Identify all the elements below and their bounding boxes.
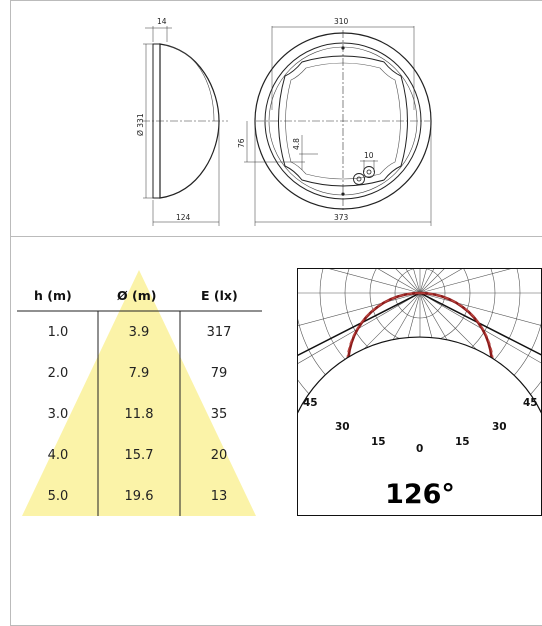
front-top-screw <box>341 46 345 50</box>
front-view-drawing: 310 373 76 4.8 10 <box>237 17 432 226</box>
table-cell: 11.8 <box>125 407 154 422</box>
angle-label-right-30: 30 <box>492 421 507 433</box>
grid-spoke <box>405 268 421 294</box>
grid-spoke <box>325 268 421 294</box>
front-mount-hole-left <box>353 173 365 185</box>
table-cell: 317 <box>207 325 232 340</box>
table-cell: 35 <box>211 407 228 422</box>
dim-label-4-8: 4.8 <box>292 138 301 150</box>
grid-spoke <box>394 268 421 294</box>
intensity-curve-c90 <box>345 292 495 441</box>
angle-label-left-30: 30 <box>335 421 350 433</box>
angle-label-left-45: 45 <box>303 397 318 409</box>
table-cell: 20 <box>211 448 228 463</box>
dim-label-76: 76 <box>237 138 246 148</box>
grid-spoke <box>419 268 464 294</box>
header-illuminance: E (lx) <box>201 288 238 303</box>
table-cell: 79 <box>211 366 228 381</box>
front-mount-hole-right <box>363 166 375 178</box>
angle-label-center: 0 <box>416 443 423 455</box>
dim-label-310: 310 <box>334 17 349 26</box>
light-cone <box>22 270 256 516</box>
front-wavy-inner <box>285 62 401 180</box>
table-cell: 3.9 <box>129 325 150 340</box>
table-cell: 1.0 <box>48 325 69 340</box>
table-cell: 2.0 <box>48 366 69 381</box>
dim-label-124: 124 <box>176 213 191 222</box>
header-height: h (m) <box>34 288 72 303</box>
front-bottom-screw <box>341 192 345 196</box>
table-cell: 15.7 <box>125 448 154 463</box>
front-mount-hole-right-inner <box>366 169 372 175</box>
dim-label-10: 10 <box>364 151 374 160</box>
grid-spoke <box>419 268 435 294</box>
table-cell: 7.9 <box>129 366 150 381</box>
angle-scale-panel <box>297 336 542 516</box>
grid-spoke <box>419 268 446 294</box>
grid-spoke <box>419 268 428 294</box>
polar-distribution-diagram: 45 30 15 0 15 30 45 126° <box>297 268 542 516</box>
angle-label-left-15: 15 <box>371 436 386 448</box>
front-wavy-diffuser <box>278 55 408 187</box>
dim-label-14: 14 <box>157 17 167 26</box>
front-mount-hole-left-inner <box>356 176 362 182</box>
grid-spoke <box>419 292 542 364</box>
table-cell: 3.0 <box>48 407 69 422</box>
grid-spoke <box>297 292 421 327</box>
grid-spoke <box>297 292 421 365</box>
header-diameter: Ø (m) <box>117 288 156 303</box>
page-frame <box>10 0 542 626</box>
table-cell: 5.0 <box>48 489 69 504</box>
angle-label-right-45: 45 <box>523 397 538 409</box>
grid-spoke <box>376 268 421 294</box>
table-cell: 13 <box>211 489 228 504</box>
angle-label-right-15: 15 <box>455 436 470 448</box>
side-view-drawing: 14 Ø 331 124 <box>136 17 228 226</box>
dim-label-373: 373 <box>334 213 349 222</box>
dim-label-diameter: Ø 331 <box>136 113 145 136</box>
table-cell: 19.6 <box>125 489 154 504</box>
beam-angle-value: 126° <box>385 479 455 510</box>
table-body: 1.0 3.9 317 2.0 7.9 79 3.0 11.8 35 4.0 15.7 20 5.0 19… <box>48 325 232 504</box>
side-dome-inner-line <box>164 44 215 122</box>
grid-spoke <box>419 268 515 294</box>
grid-spoke <box>419 292 542 327</box>
table-cell: 4.0 <box>48 448 69 463</box>
